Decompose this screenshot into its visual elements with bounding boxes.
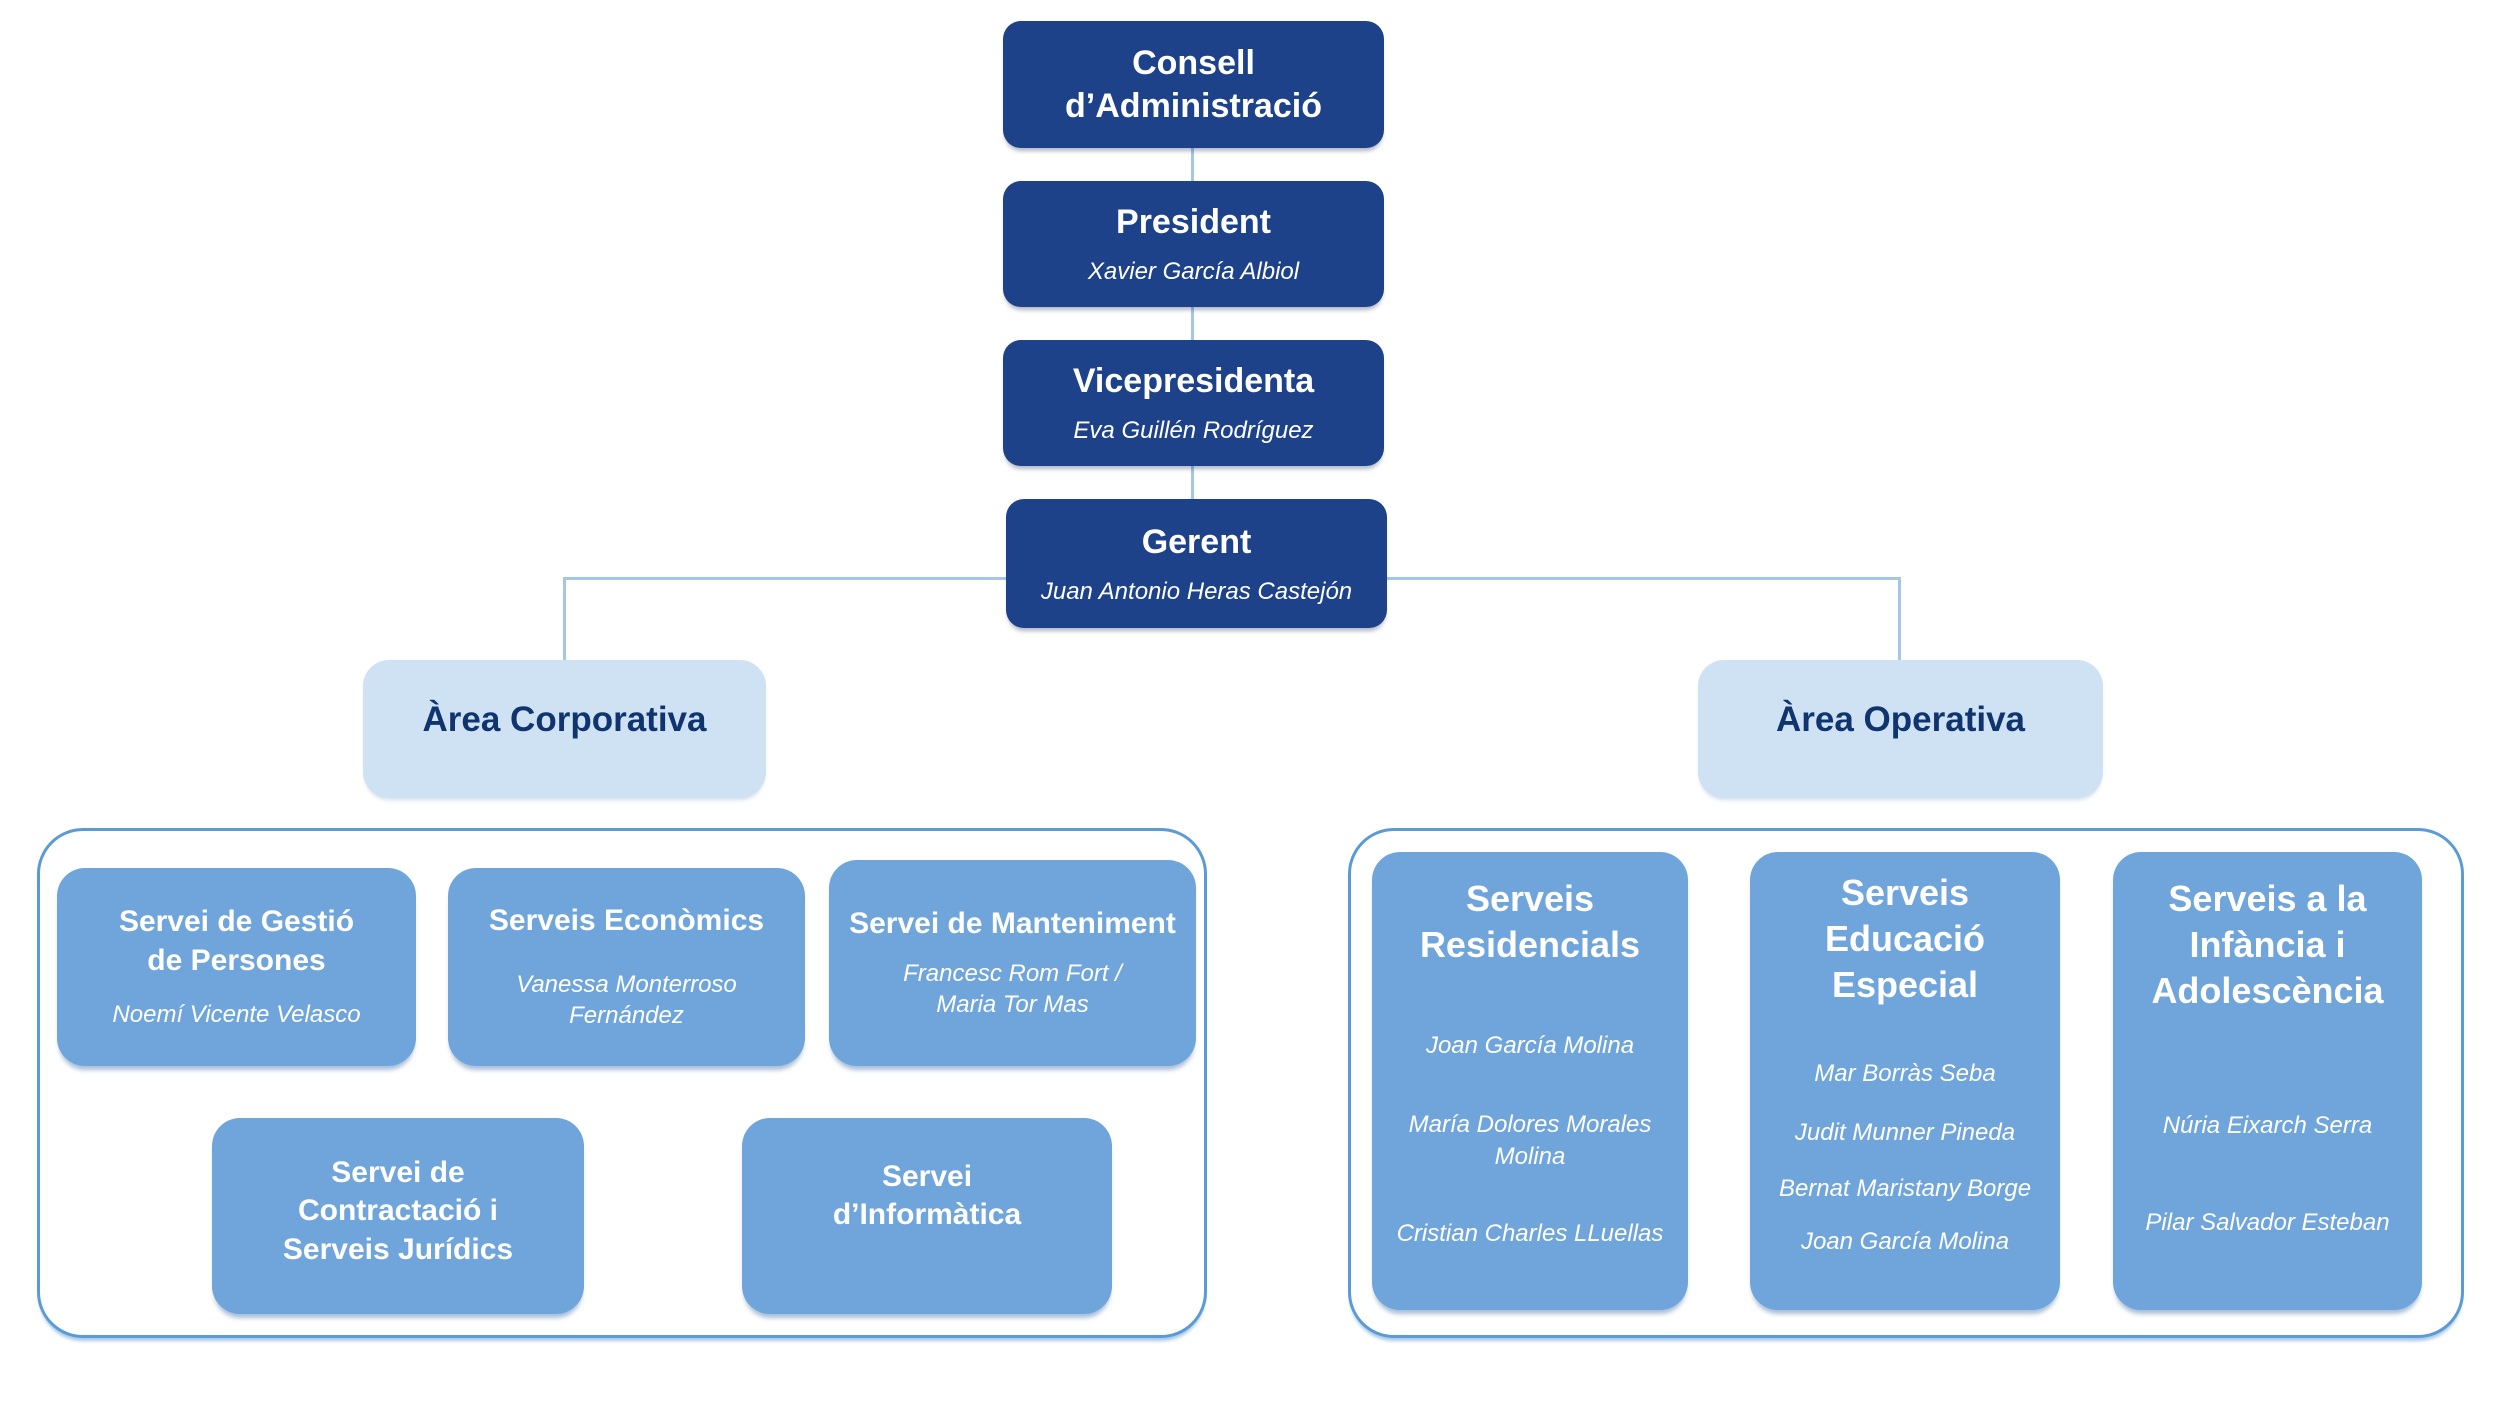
service-title: Servei de Gestió de Persones (118, 905, 355, 977)
service-box-educacio-especial: Serveis Educació Especial Mar Borràs Seb… (1750, 852, 2060, 1310)
connector-drop-area-corporativa (563, 577, 566, 661)
org-box-consell-administracio: Consell d’Administració (1003, 21, 1384, 148)
person-name: Cristian Charles LLuellas (1396, 1219, 1664, 1247)
role-title: Gerent (1141, 522, 1252, 561)
area-label: Àrea Operativa (1775, 700, 2026, 739)
person-name: Joan García Molina (1425, 1032, 1635, 1060)
service-box-infancia-adolescencia: Serveis a la Infància i Adolescència Núr… (2113, 852, 2422, 1310)
person-name: Joan García Molina (1800, 1227, 2010, 1255)
person-name: Juan Antonio Heras Castejón (1040, 577, 1353, 605)
person-name: Eva Guillén Rodríguez (1073, 417, 1314, 445)
connector-vicepresidenta-gerent (1191, 466, 1194, 500)
service-title: Servei de Manteniment (849, 907, 1176, 941)
org-box-vicepresidenta: Vicepresidenta Eva Guillén Rodríguez (1003, 340, 1384, 466)
connector-drop-area-operativa (1898, 577, 1901, 661)
service-box-gestio-persones: Servei de Gestió de Persones Noemí Vicen… (57, 868, 416, 1066)
person-name: Núria Eixarch Serra (2162, 1112, 2373, 1140)
service-box-contractacio-juridics: Servei de Contractació i Serveis Jurídic… (212, 1118, 584, 1314)
person-name: Francesc Rom Fort / Maria Tor Mas (903, 960, 1122, 1019)
area-operativa-box: Àrea Operativa (1698, 660, 2103, 798)
person-name: María Dolores Morales Molina (1408, 1111, 1652, 1170)
service-title: Serveis Residencials (1419, 878, 1641, 966)
service-box-manteniment: Servei de Manteniment Francesc Rom Fort … (829, 860, 1196, 1066)
person-name: Mar Borràs Seba (1814, 1060, 1996, 1088)
service-title: Servei de Contractació i Serveis Jurídic… (282, 1156, 514, 1266)
service-title: Serveis a la Infància i Adolescència (2151, 878, 2384, 1012)
connector-consell-president (1191, 148, 1194, 182)
role-title: President (1116, 203, 1271, 242)
service-box-serveis-residencials: Serveis Residencials Joan García Molina … (1372, 852, 1688, 1310)
connector-president-vicepresidenta (1191, 307, 1194, 341)
org-box-gerent: Gerent Juan Antonio Heras Castejón (1006, 499, 1387, 628)
service-box-serveis-economics: Serveis Econòmics Vanessa Monterroso Fer… (448, 868, 805, 1066)
service-box-informatica: Servei d’Informàtica (742, 1118, 1112, 1314)
person-name: Noemí Vicente Velasco (112, 1001, 361, 1029)
person-name: Bernat Maristany Borge (1778, 1174, 2032, 1202)
area-label: Àrea Corporativa (422, 700, 707, 739)
org-box-president: President Xavier García Albiol (1003, 181, 1384, 307)
person-name: Vanessa Monterroso Fernández (516, 971, 737, 1030)
service-title: Serveis Econòmics (488, 904, 765, 938)
role-title: Vicepresidenta (1072, 362, 1315, 401)
person-name: Xavier García Albiol (1087, 258, 1300, 286)
person-name: Judit Munner Pineda (1794, 1119, 2016, 1147)
role-title: Consell d’Administració (1065, 44, 1322, 125)
person-name: Pilar Salvador Esteban (2145, 1209, 2390, 1237)
service-title: Serveis Educació Especial (1824, 872, 1986, 1006)
service-title: Servei d’Informàtica (832, 1160, 1022, 1232)
area-corporativa-box: Àrea Corporativa (363, 660, 766, 798)
